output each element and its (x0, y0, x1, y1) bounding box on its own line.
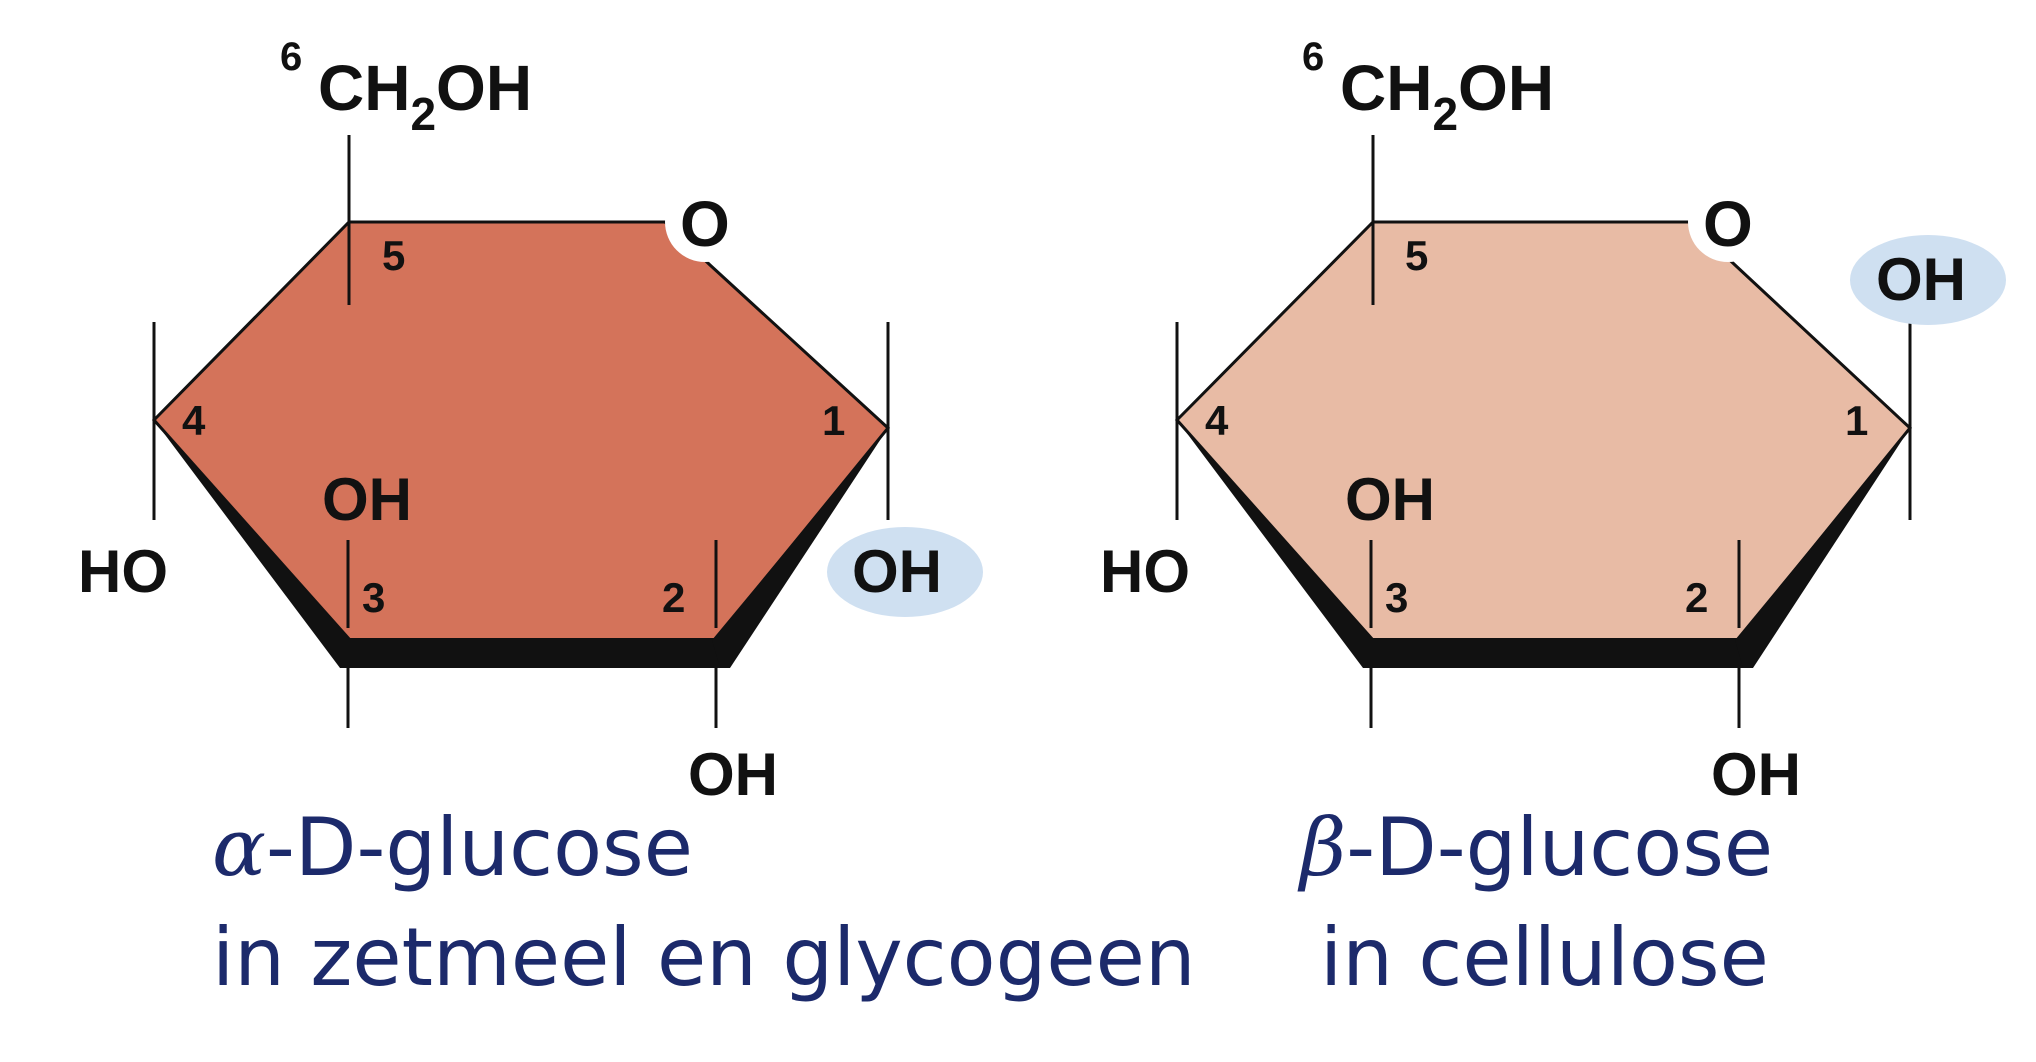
beta-c4-number: 4 (1205, 397, 1229, 444)
beta-caption-subtitle: in cellulose (1320, 911, 1769, 1004)
beta-front-bond-left (1177, 420, 1373, 668)
alpha-c2-number: 2 (662, 574, 685, 621)
beta-c1-oh-label: OH (1876, 246, 1966, 313)
alpha-c5-number: 5 (382, 232, 405, 279)
beta-c2-oh-label: OH (1711, 741, 1801, 808)
alpha-c2-oh-label: OH (688, 741, 778, 808)
beta-c1-number: 1 (1845, 397, 1868, 444)
alpha-ring-oxygen-bg (665, 182, 745, 262)
alpha-c1-number: 1 (822, 397, 845, 444)
alpha-caption: α-D-glucose in zetmeel en glycogeen (212, 801, 1196, 1004)
alpha-c4-ho-label: HO (78, 538, 168, 605)
beta-c3-number: 3 (1385, 574, 1408, 621)
beta-c6-label: 6 (1302, 35, 1324, 79)
beta-glucose-structure: 6 CH2OH O 5 4 1 3 2 OH HO OH OH (1100, 35, 2006, 808)
beta-front-bond-right (1735, 428, 1910, 668)
alpha-caption-subtitle: in zetmeel en glycogeen (212, 911, 1196, 1004)
alpha-c3-number: 3 (362, 574, 385, 621)
alpha-caption-title: α-D-glucose (212, 801, 693, 894)
alpha-ring-oxygen-label: O (680, 188, 730, 260)
alpha-ch2oh-label: CH2OH (318, 52, 532, 140)
alpha-c1-oh-highlight (827, 527, 983, 617)
beta-c1-oh-highlight (1850, 235, 2006, 325)
beta-c5-number: 5 (1405, 232, 1428, 279)
alpha-c6-label: 6 (280, 35, 302, 79)
beta-c3-oh-label: OH (1345, 466, 1435, 533)
alpha-c3-oh-label: OH (322, 466, 412, 533)
alpha-c1-oh-label: OH (852, 538, 942, 605)
alpha-c4-number: 4 (182, 397, 206, 444)
beta-ring-oxygen-label: O (1703, 188, 1753, 260)
beta-caption-title: β-D-glucose (1297, 801, 1773, 894)
beta-c2-number: 2 (1685, 574, 1708, 621)
alpha-front-bond-left (154, 420, 350, 668)
beta-ring-oxygen-bg (1688, 182, 1768, 262)
beta-caption: β-D-glucose in cellulose (1297, 801, 1773, 1004)
alpha-glucose-structure: 6 CH2OH O 5 4 1 3 2 OH HO OH OH (78, 35, 983, 808)
beta-ch2oh-label: CH2OH (1340, 52, 1554, 140)
beta-front-bond-bottom (1366, 638, 1745, 668)
alpha-front-bond-bottom (343, 638, 722, 668)
beta-c4-ho-label: HO (1100, 538, 1190, 605)
alpha-front-bond-right (712, 428, 888, 668)
